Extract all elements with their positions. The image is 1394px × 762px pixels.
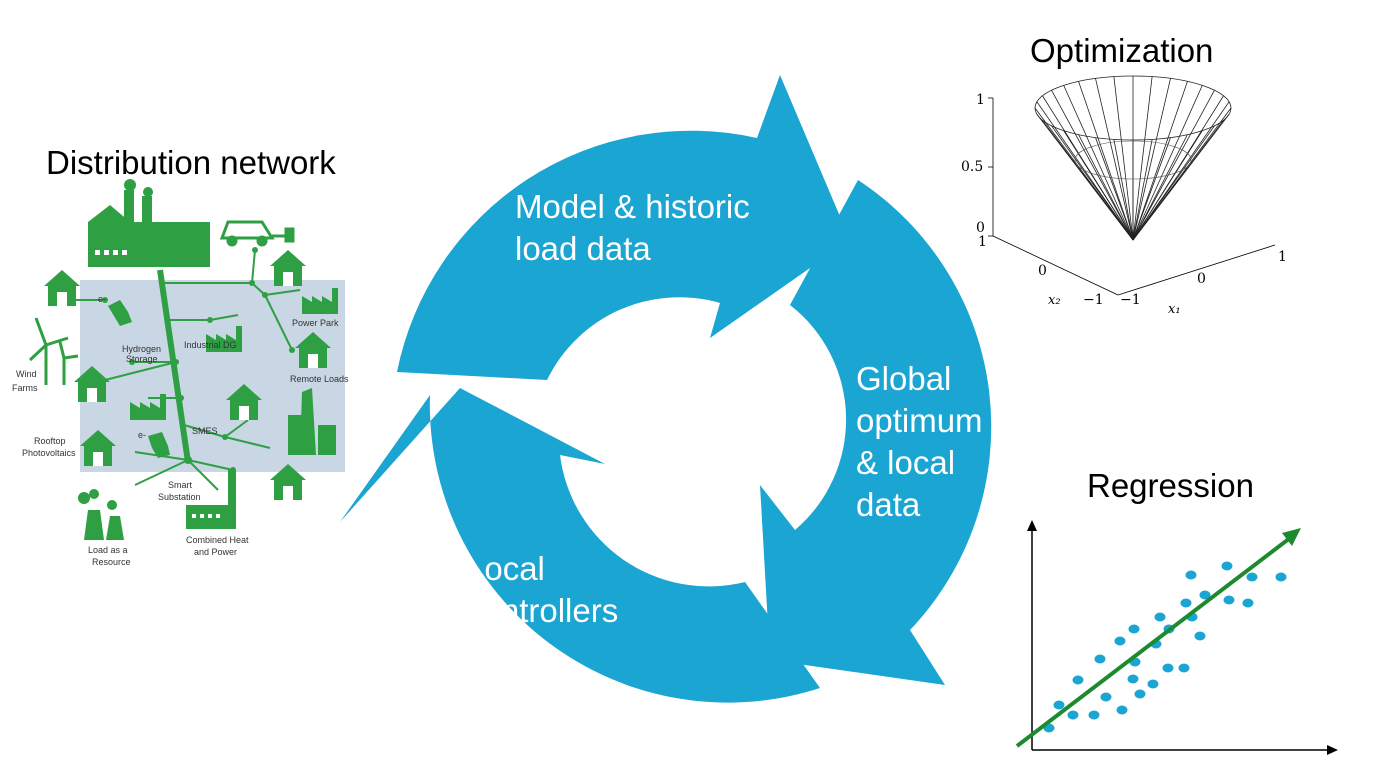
z-tick-0: 0 xyxy=(976,220,985,236)
electric-car-icon xyxy=(219,220,295,247)
label-rooftop-2: Photovoltaics xyxy=(22,448,76,458)
distribution-network-illustration: Power Park Remote Loads Hydrogen Storage… xyxy=(12,179,349,567)
label-wind-1: Wind xyxy=(16,369,37,379)
x1-tick-neg1: −1 xyxy=(1120,292,1141,308)
cycle-label-global: Global optimum & local data xyxy=(856,360,983,523)
label-chp-2: and Power xyxy=(194,547,237,557)
label-electron-2: e- xyxy=(138,430,146,440)
label-hydrogen-1: Hydrogen xyxy=(122,344,161,354)
scatter-point xyxy=(1127,674,1139,684)
cone-surface xyxy=(1034,75,1232,241)
scatter-point xyxy=(1178,663,1190,673)
label-smart-2: Substation xyxy=(158,492,201,502)
x1-tick-1: 1 xyxy=(1278,249,1287,265)
scatter-point xyxy=(1180,598,1192,608)
z-tick-1: 1 xyxy=(976,92,985,108)
optimization-title: Optimization xyxy=(1030,32,1214,69)
scatter-point xyxy=(1194,631,1206,641)
label-smes: SMES xyxy=(192,426,218,436)
scatter-point xyxy=(1221,561,1233,571)
rooftop-arrow-icon xyxy=(148,432,170,458)
wind-turbine-icon xyxy=(28,317,79,385)
cycle-arrow-left xyxy=(340,388,820,703)
x1-axis-label: x₁ xyxy=(1168,302,1181,317)
scatter-point xyxy=(1094,654,1106,664)
scatter-point xyxy=(1246,572,1258,582)
scatter-point xyxy=(1154,612,1166,622)
label-load-2: Resource xyxy=(92,557,131,567)
cooling-tower-icon xyxy=(78,489,124,540)
cycle-arrow-top xyxy=(397,75,850,380)
cycle-label-local: Local controllers xyxy=(466,550,619,629)
label-load-1: Load as a xyxy=(88,545,128,555)
label-rooftop-1: Rooftop xyxy=(34,436,66,446)
x2-axis-label: x₂ xyxy=(1048,293,1061,308)
scatter-point xyxy=(1088,710,1100,720)
scatter-point xyxy=(1185,570,1197,580)
branch-lines xyxy=(60,249,301,491)
cone-axes xyxy=(988,97,1276,296)
scatter-point xyxy=(1053,700,1065,710)
scatter-point xyxy=(1100,692,1112,702)
main-feeder-line xyxy=(157,269,191,463)
hydrogen-arrow-icon xyxy=(108,300,132,326)
scatter-point xyxy=(1116,705,1128,715)
chp-icon xyxy=(186,470,236,529)
x2-tick-neg1: −1 xyxy=(1083,292,1104,308)
x1-tick-0: 0 xyxy=(1197,271,1206,287)
x2-tick-0: 0 xyxy=(1038,263,1047,279)
scatter-point xyxy=(1147,679,1159,689)
scatter-point xyxy=(1162,663,1174,673)
label-wind-2: Farms xyxy=(12,383,38,393)
scatter-point xyxy=(1072,675,1084,685)
scatter-point xyxy=(1275,572,1287,582)
scatter-point xyxy=(1067,710,1079,720)
power-plant-icon xyxy=(88,179,210,267)
label-smart-1: Smart xyxy=(168,480,193,490)
regression-title: Regression xyxy=(1087,467,1254,504)
regression-line xyxy=(1015,528,1301,748)
label-remote-loads: Remote Loads xyxy=(290,374,349,384)
scatter-point xyxy=(1128,624,1140,634)
cycle-arrow-right xyxy=(760,180,992,685)
regression-axes xyxy=(1027,520,1338,755)
scatter-point xyxy=(1242,598,1254,608)
scatter-point xyxy=(1114,636,1126,646)
network-nodes xyxy=(102,247,295,473)
regression-points xyxy=(1043,561,1287,733)
label-chp-1: Combined Heat xyxy=(186,535,249,545)
remote-loads-buildings-icon xyxy=(288,388,336,455)
cycle-label-model: Model & historic load data xyxy=(515,188,750,267)
label-hydrogen-2: Storage xyxy=(126,354,158,364)
label-industrial-dg: Industrial DG xyxy=(184,340,237,350)
scatter-point xyxy=(1199,590,1211,600)
scatter-point xyxy=(1134,689,1146,699)
z-tick-0-5: 0.5 xyxy=(961,159,983,175)
scatter-point xyxy=(1223,595,1235,605)
label-electron-1: e- xyxy=(98,294,106,304)
distribution-network-title: Distribution network xyxy=(46,144,336,181)
label-power-park: Power Park xyxy=(292,318,339,328)
x2-tick-1: 1 xyxy=(978,234,987,250)
